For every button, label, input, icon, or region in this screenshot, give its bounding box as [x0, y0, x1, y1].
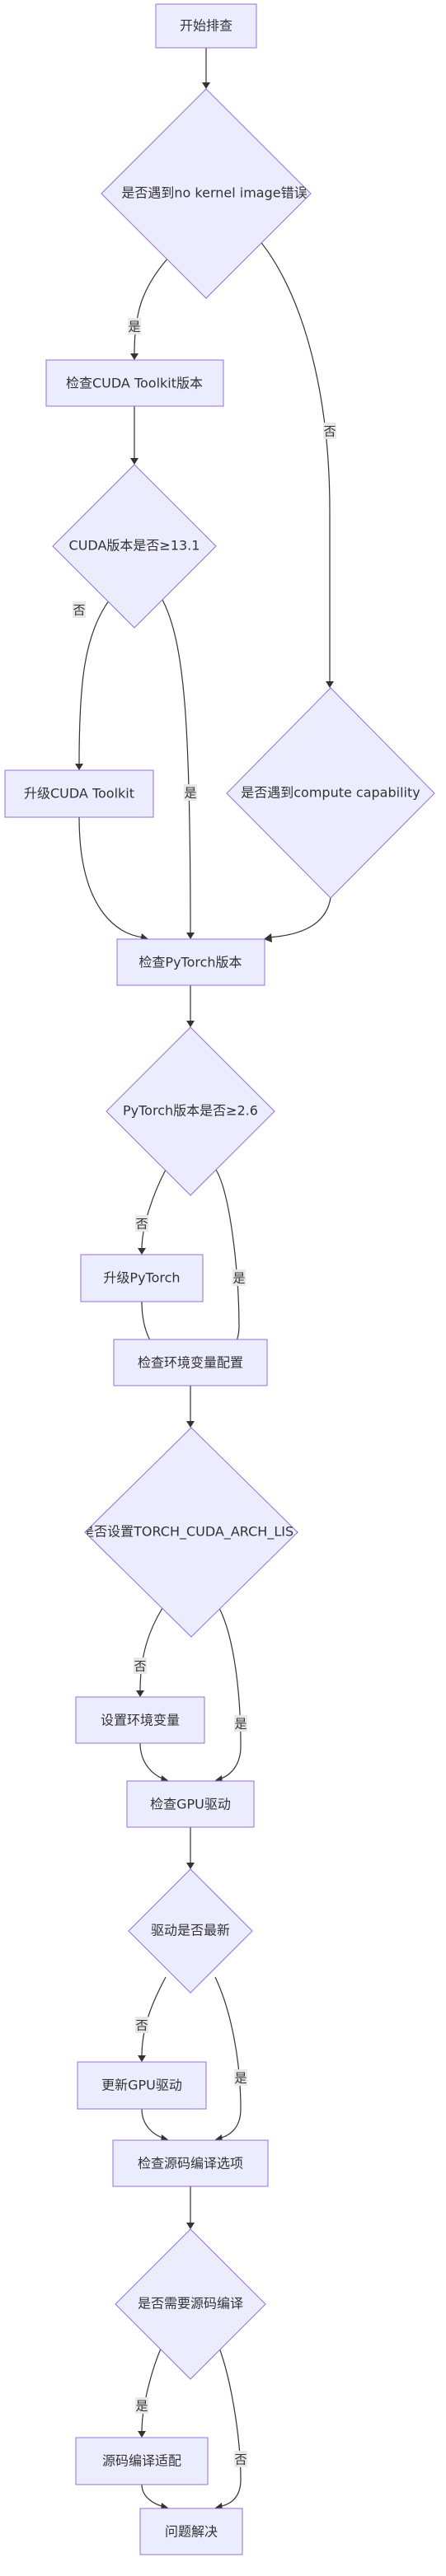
edge-label-q1-yes: 是: [128, 318, 141, 334]
edge-label-q6-no: 否: [234, 2451, 247, 2467]
svg-text:是否设置TORCH_CUDA_ARCH_LIST: 是否设置TORCH_CUDA_ARCH_LIST: [81, 1524, 302, 1540]
edge-label-q6-yes: 是: [135, 2397, 148, 2414]
node-q-driver-latest: 驱动是否最新: [128, 1868, 253, 1994]
svg-text:是否遇到no kernel image错误: 是否遇到no kernel image错误: [121, 185, 307, 201]
node-q-torch-cuda-arch: 是否设置TORCH_CUDA_ARCH_LIST: [81, 1427, 302, 1638]
svg-text:升级CUDA Toolkit: 升级CUDA Toolkit: [24, 786, 134, 802]
svg-text:是否遇到compute capability: 是否遇到compute capability: [241, 785, 420, 801]
svg-text:是: 是: [128, 320, 140, 334]
svg-text:检查GPU驱动: 检查GPU驱动: [150, 1797, 231, 1812]
edge-label-q4-yes: 是: [234, 1715, 247, 1732]
node-check-env-config: 检查环境变量配置: [113, 1339, 268, 1386]
edge-q-driver-yes: [214, 1976, 242, 2139]
edge-upgrade-cuda-to-check-pytorch: [78, 816, 145, 938]
node-update-gpu-driver: 更新GPU驱动: [77, 2061, 207, 2110]
edge-q-compute-to-check-pytorch: [267, 897, 331, 938]
svg-text:否: 否: [135, 1217, 148, 1232]
svg-text:是: 是: [234, 2071, 246, 2086]
node-check-gpu-driver: 检查GPU驱动: [126, 1780, 255, 1828]
edge-q-no-kernel-no: [252, 232, 331, 682]
edge-label-q2-yes: 是: [184, 784, 197, 801]
svg-text:是: 是: [234, 1717, 246, 1732]
node-upgrade-pytorch: 升级PyTorch: [80, 1254, 204, 1302]
edge-update-driver-to-check-build: [141, 2108, 166, 2139]
svg-text:否: 否: [234, 2452, 246, 2467]
edge-label-q3-yes: 是: [232, 1269, 246, 1286]
edge-q-build-no: [214, 2337, 242, 2508]
svg-text:检查CUDA Toolkit版本: 检查CUDA Toolkit版本: [66, 376, 203, 391]
svg-text:源码编译适配: 源码编译适配: [102, 2453, 181, 2469]
edge-q-arch-yes: [218, 1607, 242, 1780]
edge-label-q5-no: 否: [135, 2017, 148, 2033]
edge-q-cuda-no: [78, 599, 110, 765]
svg-text:否: 否: [323, 424, 336, 439]
node-q-no-kernel-image: 是否遇到no kernel image错误: [101, 88, 312, 299]
svg-text:问题解决: 问题解决: [165, 2524, 218, 2540]
node-q-cuda-version: CUDA版本是否≥13.1: [52, 464, 217, 629]
svg-text:是: 是: [232, 1271, 245, 1286]
edge-label-q2-no: 否: [73, 601, 86, 618]
edge-label-q4-no: 否: [134, 1657, 147, 1674]
node-check-build-options: 检查源码编译选项: [112, 2139, 269, 2187]
svg-text:否: 否: [135, 2018, 148, 2033]
edge-label-q5-yes: 是: [234, 2069, 247, 2086]
svg-text:否: 否: [73, 603, 85, 618]
node-set-env-var: 设置环境变量: [75, 1696, 205, 1744]
svg-text:否: 否: [134, 1659, 146, 1674]
svg-text:设置环境变量: 设置环境变量: [101, 1713, 180, 1728]
node-q-need-source-build: 是否需要源码编译: [115, 2228, 266, 2380]
node-problem-solved: 问题解决: [139, 2508, 243, 2555]
svg-text:更新GPU驱动: 更新GPU驱动: [101, 2078, 182, 2093]
edge-label-q1-no: 否: [323, 423, 336, 439]
edge-q-pytorch-yes: [215, 1169, 240, 1360]
edge-q-build-yes: [141, 2337, 167, 2433]
svg-text:是: 是: [135, 2399, 148, 2414]
edge-q-arch-no: [139, 1607, 163, 1692]
node-check-pytorch: 检查PyTorch版本: [116, 938, 265, 986]
node-q-pytorch-version: PyTorch版本是否≥2.6: [106, 1026, 275, 1196]
edge-q-pytorch-no: [141, 1169, 167, 1250]
svg-text:升级PyTorch: 升级PyTorch: [103, 1270, 180, 1286]
svg-text:是否需要源码编译: 是否需要源码编译: [138, 2296, 243, 2312]
node-check-cuda-toolkit: 检查CUDA Toolkit版本: [45, 359, 224, 407]
edge-label-q3-no: 否: [135, 1215, 148, 1232]
node-start: 开始排查: [155, 3, 257, 49]
node-source-build-adapt: 源码编译适配: [75, 2437, 209, 2485]
svg-text:开始排查: 开始排查: [180, 18, 232, 34]
svg-text:PyTorch版本是否≥2.6: PyTorch版本是否≥2.6: [123, 1103, 258, 1119]
edge-set-env-to-check-gpu: [139, 1742, 166, 1780]
svg-text:驱动是否最新: 驱动是否最新: [151, 1923, 230, 1938]
node-q-compute-capability: 是否遇到compute capability: [226, 687, 435, 899]
svg-text:CUDA版本是否≥13.1: CUDA版本是否≥13.1: [69, 538, 200, 554]
edge-q-driver-no: [141, 1976, 167, 2057]
svg-text:检查PyTorch版本: 检查PyTorch版本: [138, 955, 242, 970]
edge-build-adapt-to-solved: [141, 2484, 166, 2508]
node-upgrade-cuda-toolkit: 升级CUDA Toolkit: [4, 769, 154, 818]
svg-text:检查环境变量配置: 检查环境变量配置: [138, 1355, 243, 1371]
svg-text:是: 是: [184, 786, 196, 801]
edge-q-no-kernel-yes: [134, 257, 169, 355]
edge-q-cuda-yes: [162, 599, 191, 934]
svg-text:检查源码编译选项: 检查源码编译选项: [138, 2156, 243, 2172]
